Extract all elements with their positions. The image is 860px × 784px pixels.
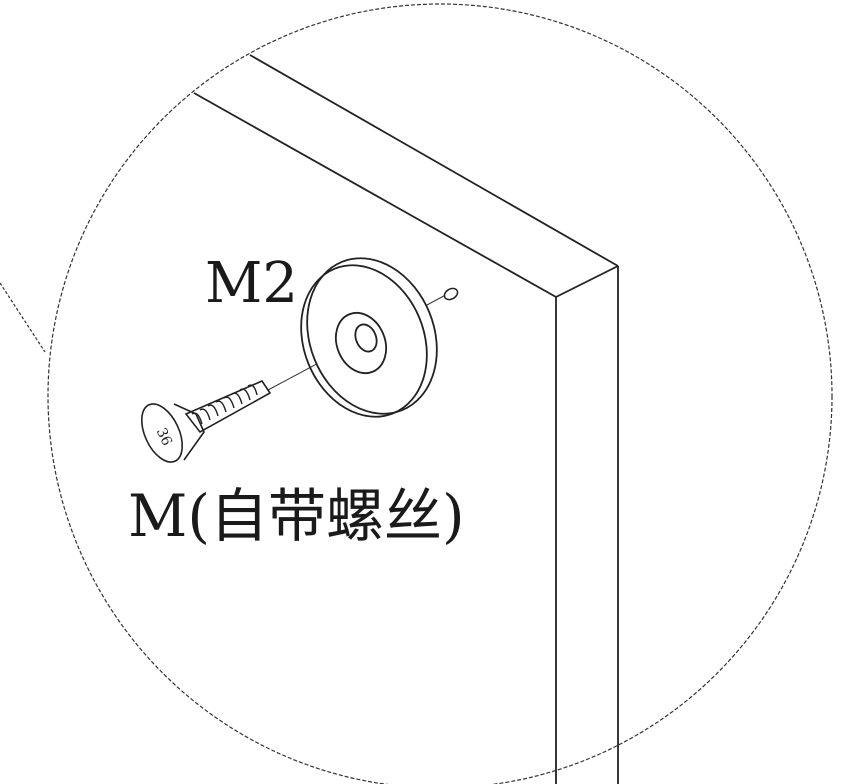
- screw-head-mark: 36: [153, 426, 175, 449]
- washer-part-label: M2: [205, 251, 298, 316]
- screw-part-label: M(自带螺丝): [128, 482, 465, 550]
- detail-leader-line: [0, 282, 46, 353]
- detail-circle: [47, 3, 833, 784]
- pilot-hole: [443, 287, 459, 301]
- panel-board: [193, 54, 619, 784]
- washer-m2: [300, 257, 438, 418]
- self-tapping-screw: [140, 379, 272, 463]
